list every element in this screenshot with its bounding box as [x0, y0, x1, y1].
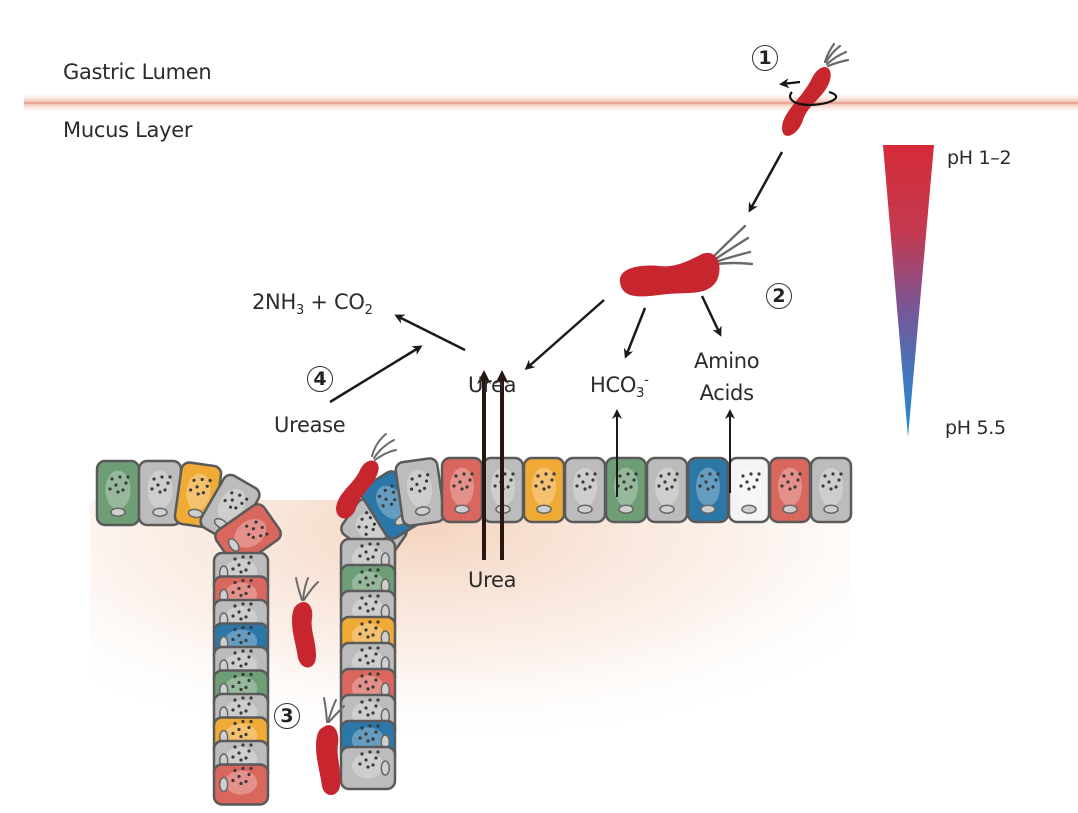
- bacterium-in-mucus: [619, 224, 754, 297]
- bacterium-attached-in-crypt: [316, 697, 345, 795]
- nucleus: [110, 507, 126, 517]
- urea-label-top: Urea: [468, 373, 517, 397]
- lumen-mucus-boundary: [24, 92, 1078, 114]
- nucleus: [152, 507, 168, 517]
- amino-line1: Amino: [694, 349, 760, 373]
- epithelial-cell-gray: [394, 457, 446, 527]
- epithelial-cell-orange: [522, 456, 566, 524]
- epithelial-cell-gray: [645, 456, 689, 524]
- bacterium-to-bicarbonate-arrow: [623, 307, 647, 359]
- epithelial-cell-gray: [339, 745, 397, 791]
- epithelial-cell-gray: [563, 456, 607, 524]
- urea-label-bottom: Urea: [468, 568, 517, 592]
- epithelial-cell-blue: [686, 456, 730, 524]
- urease-catalysis-arrow: [329, 345, 423, 404]
- flagella-icon: [710, 224, 754, 266]
- amino-line2: Acids: [699, 381, 754, 405]
- step-4-marker: 4: [307, 366, 333, 392]
- epithelial-cell-red: [768, 456, 812, 524]
- nucleus: [414, 506, 431, 516]
- urea-to-products-arrow: [394, 314, 466, 352]
- ammonia-subscript: 3: [295, 303, 304, 319]
- nucleus: [618, 504, 634, 514]
- rotation-icon: [789, 90, 838, 106]
- flagella-icon: [371, 433, 397, 461]
- bicarbonate-label: HCO3-: [590, 373, 649, 402]
- nucleus: [577, 504, 593, 514]
- nucleus: [380, 760, 391, 776]
- nucleus: [227, 538, 240, 552]
- nucleus: [823, 504, 839, 514]
- urease-label: Urease: [274, 413, 346, 437]
- bacterium-to-urea-arrow: [524, 299, 605, 370]
- nucleus: [536, 504, 552, 514]
- nucleus: [741, 504, 757, 514]
- epithelial-cell-green: [95, 459, 141, 527]
- epithelial-cells: [95, 456, 853, 806]
- nucleus: [659, 504, 675, 514]
- bicarbonate-charge: -: [644, 373, 649, 388]
- gastric-lumen-label: Gastric Lumen: [63, 60, 212, 84]
- tissue-glow: [90, 500, 850, 813]
- bacterium-in-crypt-upper: [292, 577, 319, 668]
- ph-acidic-label: pH 1–2: [947, 147, 1012, 169]
- ammonia-co2-label: 2NH3 + CO2: [252, 290, 373, 318]
- epithelial-cell-red: [212, 763, 270, 806]
- nucleus: [218, 776, 229, 793]
- amino-acids-label: Amino Acids: [694, 345, 760, 409]
- flagella-icon: [323, 697, 345, 723]
- epithelial-cell-white: [727, 456, 771, 524]
- ph-gradient-triangle: [883, 145, 934, 437]
- nucleus: [782, 504, 798, 514]
- flagella-icon: [823, 42, 850, 68]
- co2-text: + CO: [303, 290, 365, 314]
- co2-subscript: 2: [364, 303, 373, 319]
- nucleus: [454, 504, 470, 514]
- flagella-icon: [295, 577, 319, 601]
- bacterium-at-crypt-entrance: [336, 433, 397, 519]
- mucus-layer-label: Mucus Layer: [63, 118, 193, 142]
- epithelial-cell-gray: [809, 456, 853, 524]
- epithelial-cell-green: [604, 456, 648, 524]
- nucleus: [700, 504, 716, 514]
- bicarbonate-text: HCO: [590, 373, 637, 397]
- bacterium-to-amino-acids-arrow: [700, 295, 722, 337]
- ph-neutral-label: pH 5.5: [945, 417, 1006, 439]
- ammonia-text: 2NH: [252, 290, 296, 314]
- step-1-marker: 1: [752, 45, 778, 71]
- bicarbonate-subscript: 3: [636, 386, 645, 402]
- step-3-marker: 3: [274, 703, 300, 729]
- bacterium-penetrating: [779, 42, 850, 136]
- step-2-marker: 2: [766, 283, 792, 309]
- migration-arrow: [748, 151, 784, 213]
- epithelial-cell-red: [440, 456, 484, 524]
